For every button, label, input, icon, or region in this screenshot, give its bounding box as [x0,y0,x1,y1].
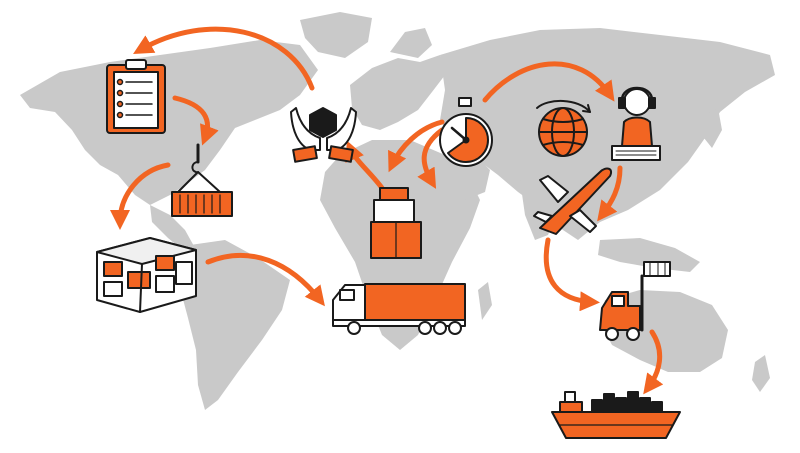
stacked-boxes-icon [96,237,197,313]
south-america-shape [180,240,290,410]
arrow-hands-to-clipboard [133,26,315,91]
arrow-boxes-to-truck [205,252,325,307]
madagascar-shape [478,282,492,320]
north-america-shape [20,40,318,205]
forklift-icon [599,261,671,341]
arrow-stopwatch-to-globe [482,61,615,103]
arrow-plane-to-forklift [543,237,600,312]
arrow-clipboard-to-crane [172,95,219,146]
arrow-stopwatch-to-africa [417,127,445,189]
arrow-support-to-asia [597,165,623,222]
greenland-shape [300,12,372,58]
clipboard-checklist-icon [106,59,166,134]
delivery-truck-icon [332,283,466,335]
parcel-stack-icon [370,187,422,259]
scandinavia-shape [390,28,432,58]
europe-shape [350,55,445,130]
central-america-shape [150,205,195,252]
crane-hook-container-icon [171,143,233,217]
japan-shape [704,108,722,148]
arrow-forklift-to-ship [643,329,664,395]
globe-icon [536,100,591,157]
arrow-stopwatch-to-parcels [388,119,445,173]
stopwatch-icon [439,97,493,167]
new-zealand-shape [752,355,770,392]
cargo-ship-icon [551,391,681,439]
flow-arrows [110,26,664,395]
arrow-crane-to-boxes [110,162,171,230]
hands-holding-box-icon [290,107,357,163]
airplane-icon [533,167,612,235]
islands-shape [598,238,700,272]
customer-support-agent-icon [611,86,661,161]
